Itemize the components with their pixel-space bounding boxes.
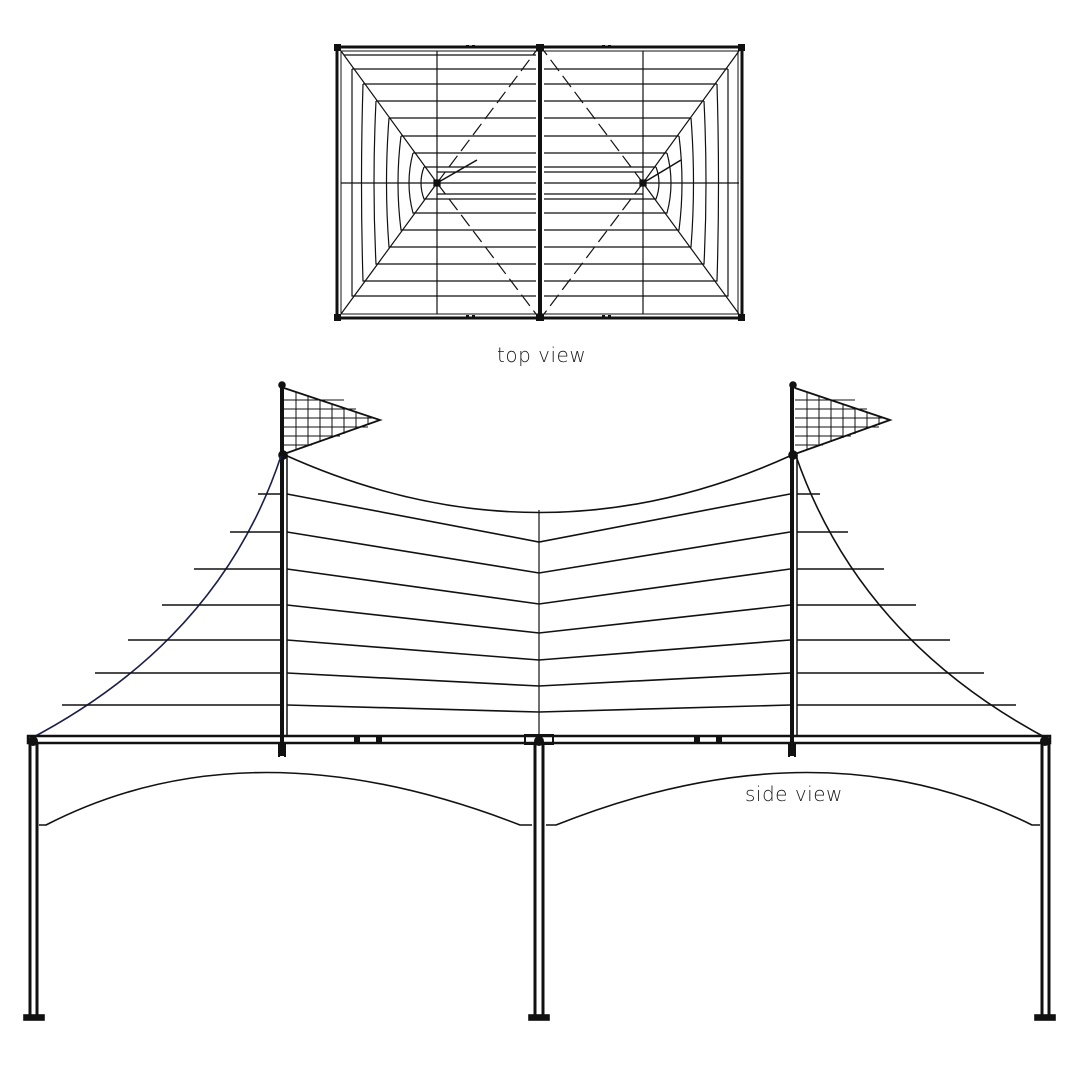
leg-left <box>23 744 45 1021</box>
flag-right <box>794 387 893 455</box>
top-view-label: top view <box>497 343 587 367</box>
leg-right <box>1034 744 1056 1021</box>
mast-right <box>788 381 798 756</box>
leg-center <box>528 744 550 1021</box>
mast-left <box>278 381 288 756</box>
top-view-drawing <box>334 44 745 321</box>
side-view-drawing <box>23 381 1056 1021</box>
flag-left <box>283 387 383 455</box>
side-view-label: side view <box>745 782 843 806</box>
